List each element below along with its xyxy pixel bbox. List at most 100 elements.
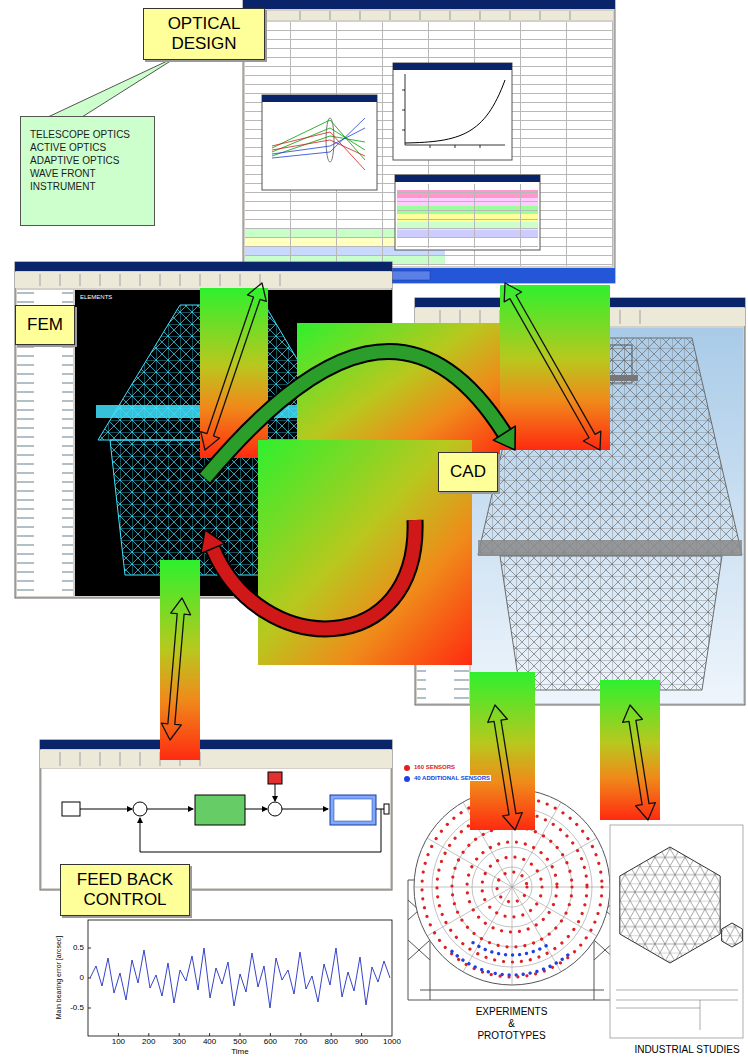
axis-tick: 1000 bbox=[379, 1037, 405, 1046]
panel-title: FEM bbox=[15, 305, 75, 345]
axis-tick: -0.5 bbox=[58, 1003, 84, 1012]
axis-title: Main bearing error [arcsec] bbox=[54, 922, 63, 1034]
simulink-screenshot-part bbox=[282, 809, 328, 810]
hollow-arrow bbox=[161, 598, 190, 740]
screenshot-panel: OPTICAL DESIGN bbox=[243, 0, 615, 283]
legend-swatch bbox=[404, 765, 410, 771]
legend-row: 40 ADDITIONAL SENSORS bbox=[404, 769, 491, 780]
optical-design-screenshot-part bbox=[395, 175, 540, 250]
simulink-screenshot-part bbox=[40, 750, 392, 768]
screenshot-panel: FEM bbox=[15, 262, 205, 598]
optical-design-screenshot-part bbox=[243, 0, 615, 283]
callout-box: TELESCOPE OPTICS ACTIVE OPTICS ADAPTIVE … bbox=[20, 116, 155, 226]
segment-drawing-part bbox=[722, 923, 743, 947]
optical-design-screenshot-part bbox=[395, 175, 540, 182]
legend-text: 40 ADDITIONAL SENSORS bbox=[413, 775, 491, 781]
screenshot-panel: FEED BACK CONTROL bbox=[40, 740, 392, 890]
arrow-head bbox=[493, 426, 515, 450]
segment-drawing-part bbox=[616, 990, 738, 1030]
double-arrow bbox=[623, 705, 656, 820]
optical-design-screenshot-part bbox=[402, 74, 505, 148]
simulink-screenshot-part bbox=[330, 795, 376, 825]
optical-design-screenshot-part bbox=[300, 11, 570, 20]
optical-design-screenshot-part bbox=[245, 22, 613, 266]
error-plot bbox=[88, 920, 392, 1036]
simulink-screenshot-part bbox=[334, 799, 372, 821]
panel-title: OPTICAL DESIGN bbox=[143, 8, 265, 60]
simulink-screenshot-part bbox=[80, 809, 132, 810]
curved-arrow bbox=[201, 520, 415, 629]
double-arrow bbox=[161, 598, 190, 740]
arrow-head bbox=[201, 530, 225, 553]
hollow-arrow bbox=[504, 283, 601, 450]
view-caption: ELEMENTS bbox=[80, 294, 140, 301]
optical-design-screenshot-part bbox=[243, 0, 615, 9]
hollow-arrow bbox=[488, 705, 523, 830]
axis-tick: 600 bbox=[257, 1037, 283, 1046]
simulink-screenshot-part bbox=[275, 784, 276, 801]
telescope-sensor-map-part bbox=[437, 812, 587, 962]
axis-title: Time bbox=[220, 1047, 260, 1056]
figure-caption: EXPERIMENTS & PROTOTYPES bbox=[474, 1006, 549, 1042]
fem-screenshot-part bbox=[40, 274, 280, 286]
gradient-band-part bbox=[470, 672, 535, 830]
telescope-sensor-map-part bbox=[497, 872, 527, 902]
simulink-screenshot-part bbox=[133, 802, 147, 816]
callout-tail-part bbox=[48, 55, 180, 117]
simulink-screenshot-part bbox=[62, 802, 80, 816]
axis-tick: 100 bbox=[105, 1037, 131, 1046]
axis-tick: 200 bbox=[136, 1037, 162, 1046]
axis-tick: 300 bbox=[166, 1037, 192, 1046]
optical-design-screenshot-part bbox=[393, 63, 512, 160]
simulink-screenshot-part bbox=[245, 809, 267, 810]
simulink-screenshot-part bbox=[384, 804, 389, 814]
telescope-sensor-map-part bbox=[473, 943, 551, 955]
simulink-screenshot-part bbox=[140, 809, 381, 852]
optical-design-screenshot-part bbox=[245, 11, 613, 20]
figure-panel: INDUSTRIAL STUDIES bbox=[605, 820, 745, 1060]
optical-design-screenshot-part bbox=[397, 184, 538, 248]
error-plot-part bbox=[88, 920, 392, 1036]
simulink-screenshot-part bbox=[376, 809, 384, 810]
telescope-sensor-map-part bbox=[467, 842, 557, 932]
optical-design-screenshot-part bbox=[245, 22, 613, 266]
callout-text: TELESCOPE OPTICS ACTIVE OPTICS ADAPTIVE … bbox=[30, 128, 140, 193]
optical-design-screenshot-part bbox=[262, 95, 377, 102]
double-arrow bbox=[504, 283, 601, 450]
segment-drawing bbox=[610, 825, 743, 1038]
screenshot-panel: CAD bbox=[415, 450, 745, 705]
simulink-screenshot-part bbox=[40, 740, 392, 749]
simulink-screenshot-part bbox=[147, 809, 193, 810]
gradient-band-part bbox=[160, 560, 200, 760]
simulink-screenshot-part bbox=[268, 772, 282, 784]
telescope-sensor-map-part bbox=[482, 857, 542, 917]
error-plot-part bbox=[90, 948, 390, 1008]
fem-screenshot-part bbox=[15, 272, 392, 288]
optical-design-screenshot-part bbox=[405, 80, 505, 143]
legend-row: 160 SENSORS bbox=[404, 758, 491, 769]
axis-tick: 500 bbox=[227, 1037, 253, 1046]
segment-drawing-part bbox=[620, 847, 720, 963]
axis-tick: 0 bbox=[58, 973, 84, 982]
gradient-band-part bbox=[600, 680, 660, 820]
cad-screenshot-part bbox=[500, 556, 722, 690]
double-arrow bbox=[488, 705, 523, 830]
figure-panel: EXPERIMENTS & PROTOTYPES bbox=[430, 830, 612, 1050]
optical-design-screenshot-part bbox=[272, 118, 365, 158]
panel-title: CAD bbox=[438, 452, 498, 492]
legend-text: 160 SENSORS bbox=[413, 764, 456, 770]
legend-swatch bbox=[404, 776, 410, 782]
telescope-sensor-map-part bbox=[452, 827, 572, 947]
optical-design-screenshot-part bbox=[272, 120, 365, 160]
figure-caption: INDUSTRIAL STUDIES bbox=[629, 1044, 745, 1056]
fem-screenshot-part bbox=[15, 262, 392, 271]
error-plot-part bbox=[88, 948, 362, 1036]
axis-tick: 800 bbox=[318, 1037, 344, 1046]
axis-tick: 900 bbox=[349, 1037, 375, 1046]
optical-design-screenshot-part bbox=[272, 132, 365, 170]
curved-arrow-body bbox=[213, 520, 415, 629]
curved-arrow-outline bbox=[213, 520, 415, 629]
hollow-arrow bbox=[623, 705, 656, 820]
cad-screenshot-part bbox=[478, 540, 742, 556]
axis-tick: 700 bbox=[288, 1037, 314, 1046]
